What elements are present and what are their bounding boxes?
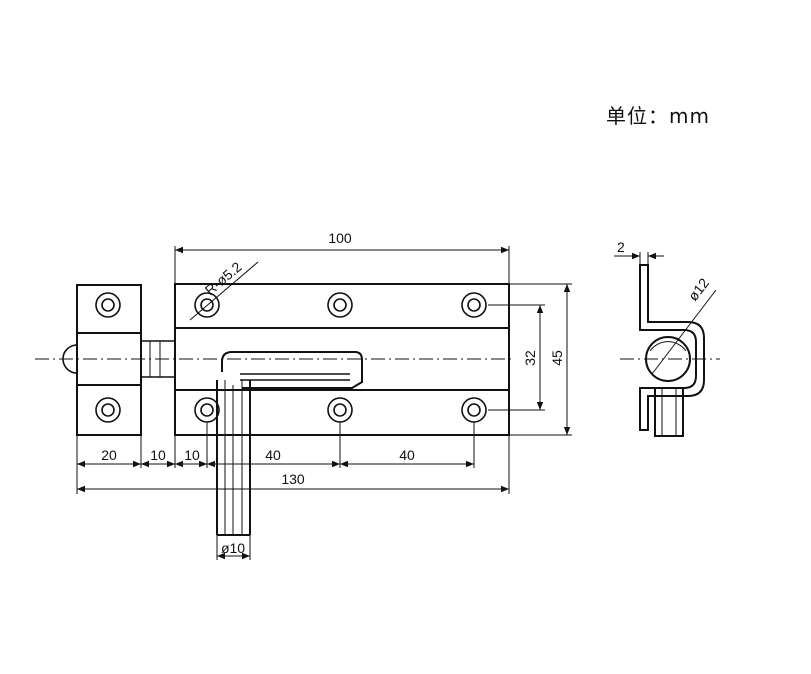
side-rod xyxy=(654,387,684,437)
dim-label-10a: 10 xyxy=(150,447,166,463)
dimension-chain-bottom: 20 10 10 40 40 xyxy=(76,422,510,494)
side-plate-profile xyxy=(639,264,705,431)
dimension-100: 100 xyxy=(174,230,510,284)
dim-label-130: 130 xyxy=(281,471,305,487)
front-view xyxy=(35,283,512,536)
dim-label-32: 32 xyxy=(522,350,538,366)
dim-label-45: 45 xyxy=(549,350,565,366)
dimension-hole-radius: R-ø5.2 xyxy=(189,258,259,321)
side-view: 2 ø12 xyxy=(614,239,720,437)
dim-label-40a: 40 xyxy=(265,447,281,463)
dim-label-pin: ø10 xyxy=(221,540,245,556)
left-bracket-bottom xyxy=(76,384,142,436)
screw-hole xyxy=(194,397,220,423)
unit-label: 单位：mm xyxy=(606,104,710,128)
dimension-side-diameter: ø12 xyxy=(651,275,717,375)
dimension-45: 45 xyxy=(509,283,572,436)
dimension-32: 32 xyxy=(488,304,545,411)
dimension-thickness: 2 xyxy=(614,239,664,265)
dim-label-40b: 40 xyxy=(399,447,415,463)
dim-label-20: 20 xyxy=(101,447,117,463)
dim-label-10b: 10 xyxy=(184,447,200,463)
screw-hole xyxy=(461,292,487,318)
screw-hole xyxy=(461,397,487,423)
dim-label-100: 100 xyxy=(328,230,352,246)
left-bracket-top xyxy=(76,284,142,334)
dimension-130: 130 xyxy=(77,471,509,493)
dimension-pin-diameter: ø10 xyxy=(216,535,251,560)
screw-hole xyxy=(95,397,121,423)
screw-hole xyxy=(194,292,220,318)
screw-hole xyxy=(327,292,353,318)
screw-hole xyxy=(95,292,121,318)
dim-label-2: 2 xyxy=(617,239,625,255)
screw-hole xyxy=(327,397,353,423)
sliding-bolt xyxy=(221,351,363,389)
